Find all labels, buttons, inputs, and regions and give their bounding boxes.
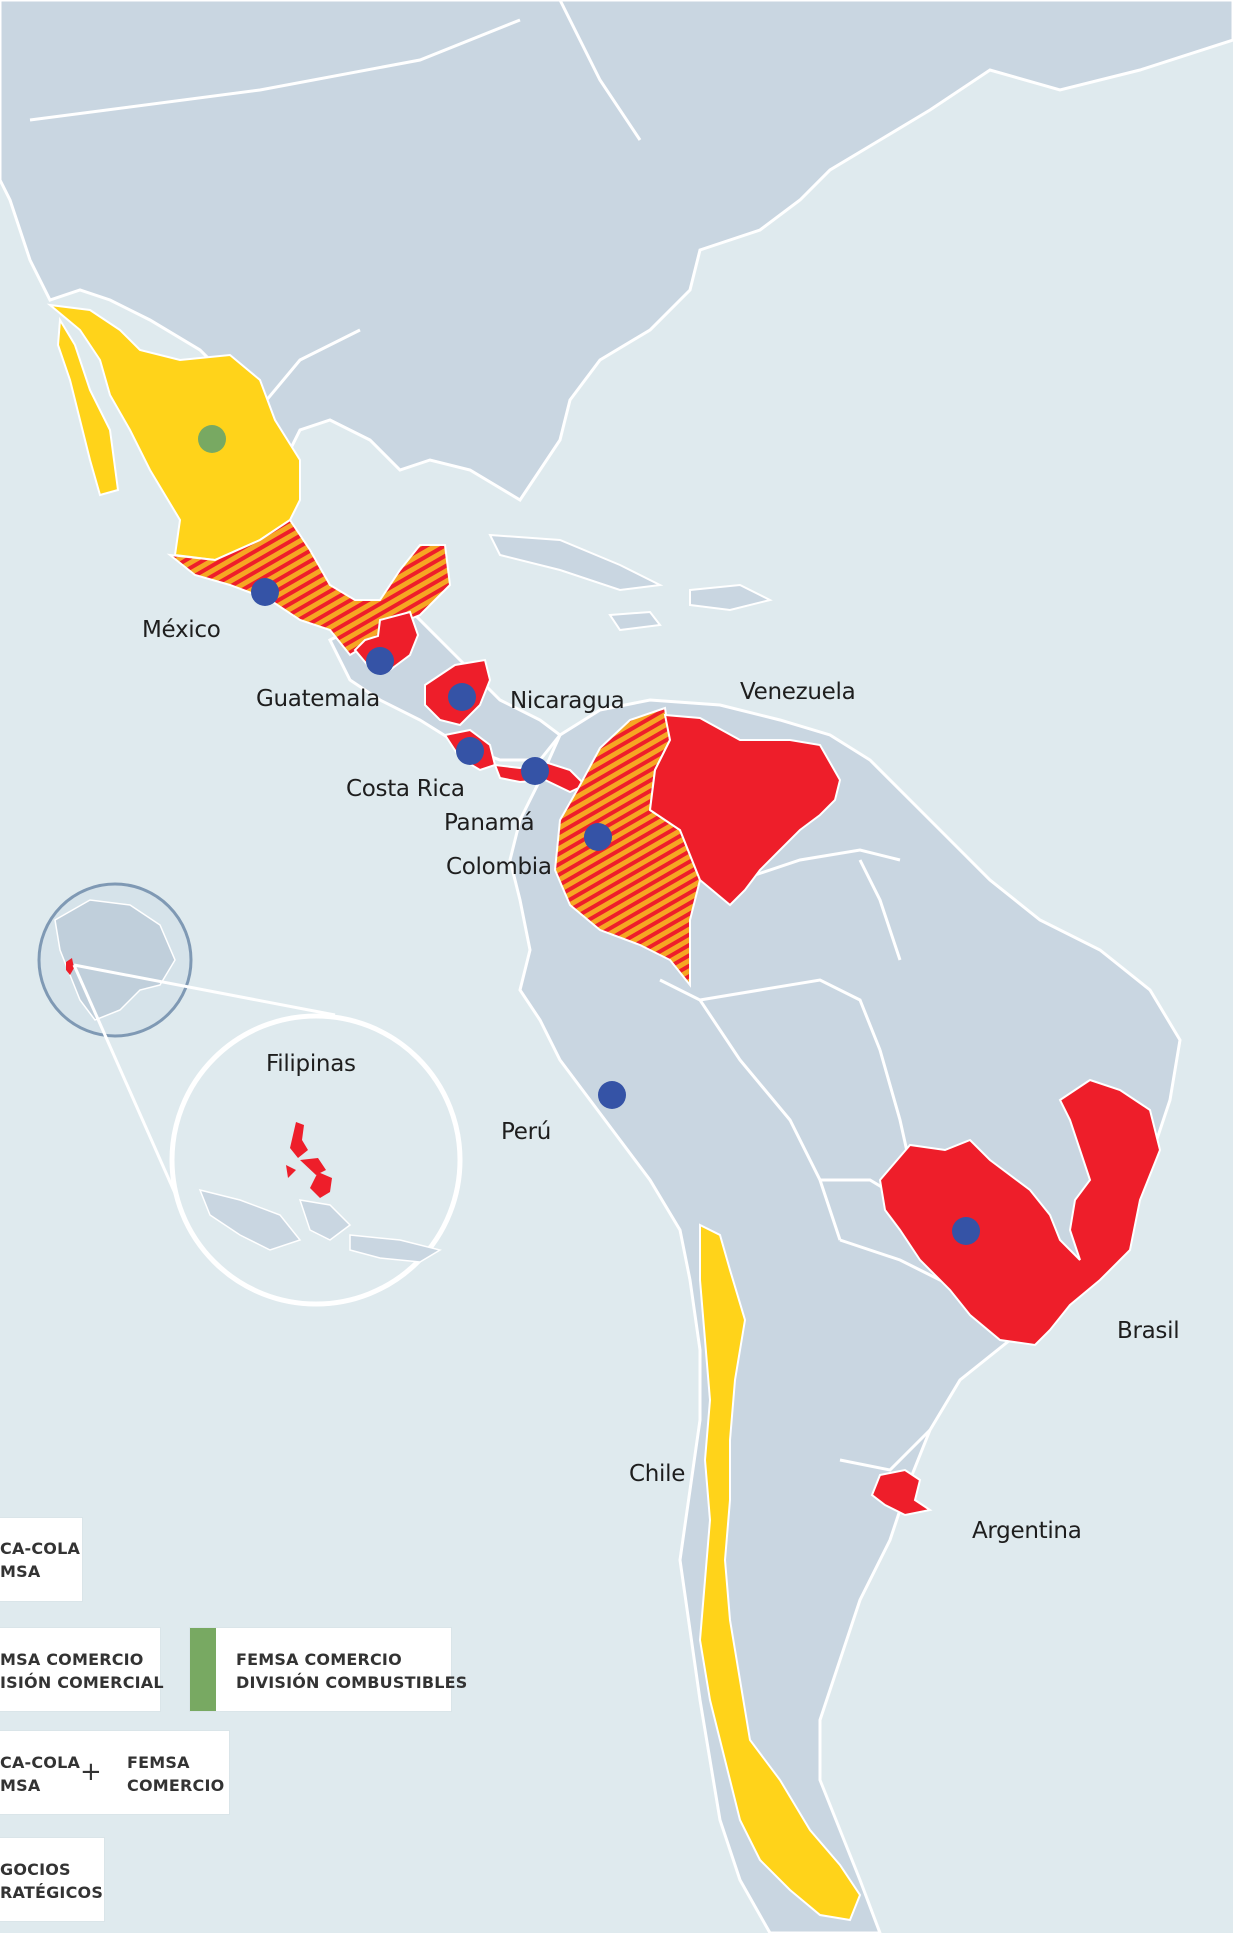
legend-femsa-comercio-combustibles: FEMSA COMERCIO DIVISIÓN COMBUSTIBLES xyxy=(190,1628,467,1711)
inset-connector-bottom xyxy=(72,964,180,1201)
caribbean-islands xyxy=(488,533,773,632)
legend-femsa-comercio-comercial-line2: ISIÓN COMERCIAL xyxy=(0,1673,164,1692)
legend-coca-cola-femsa-line1: CA-COLA xyxy=(0,1539,81,1558)
legend-coca-cola-femsa: CA-COLA MSA xyxy=(0,1518,82,1601)
label-colombia: Colombia xyxy=(446,854,552,880)
globe-philippines-marker xyxy=(66,958,74,975)
legend-combined-a-text: CA-COLA MSA xyxy=(0,1751,80,1797)
label-filipinas: Filipinas xyxy=(266,1051,356,1077)
legend-combined-a-line2: MSA xyxy=(0,1776,41,1795)
nicaragua-strategic-marker xyxy=(448,683,476,711)
legend-combined-b-text: FEMSA COMERCIO xyxy=(127,1751,224,1797)
guatemala-strategic-marker xyxy=(366,647,394,675)
legend-combined-b-line2: COMERCIO xyxy=(127,1776,225,1795)
label-venezuela: Venezuela xyxy=(740,679,856,705)
legend-negocios-estrategicos: GOCIOS RATÉGICOS xyxy=(0,1838,104,1921)
legend-femsa-comercio-comercial-line1: MSA COMERCIO xyxy=(0,1650,144,1669)
label-chile: Chile xyxy=(629,1461,686,1487)
north-america-land xyxy=(0,0,1233,503)
label-panama: Panamá xyxy=(444,810,535,836)
label-costa-rica: Costa Rica xyxy=(346,776,465,802)
south-america-borders xyxy=(659,848,1002,1472)
label-peru: Perú xyxy=(501,1119,552,1145)
legend-combustibles-swatch xyxy=(190,1628,216,1711)
brasil-femsa-comercio xyxy=(878,1078,1162,1347)
legend-combined-plus: + xyxy=(80,1757,102,1787)
legend-coca-cola-femsa-text: CA-COLA MSA xyxy=(0,1537,80,1583)
legend-coca-cola-femsa-line2: MSA xyxy=(0,1562,41,1581)
legend-combined-a-line1: CA-COLA xyxy=(0,1753,81,1772)
peru-strategic-marker xyxy=(598,1081,626,1109)
inset-connector-top xyxy=(73,963,336,1017)
inset-philippines xyxy=(286,1122,332,1198)
legend-negocios-estrategicos-line2: RATÉGICOS xyxy=(0,1883,104,1902)
legend-combined: CA-COLA MSA + FEMSA COMERCIO xyxy=(0,1731,229,1814)
legend-negocios-estrategicos-text: GOCIOS RATÉGICOS xyxy=(0,1858,103,1904)
legend-femsa-comercio-comercial-text: MSA COMERCIO ISIÓN COMERCIAL xyxy=(0,1648,164,1694)
label-mexico: México xyxy=(142,617,221,643)
argentina-femsa-comercio xyxy=(870,1468,933,1517)
chile-coca-cola-femsa xyxy=(698,1223,862,1922)
brasil-strategic-marker xyxy=(952,1217,980,1245)
legend-femsa-comercio-combustibles-line1: FEMSA COMERCIO xyxy=(236,1650,402,1669)
colombia-strategic-marker xyxy=(584,823,612,851)
venezuela-femsa-comercio xyxy=(648,713,842,907)
mexico-strategic-marker xyxy=(251,578,279,606)
label-nicaragua: Nicaragua xyxy=(510,688,625,714)
inset-indonesia-land xyxy=(198,1188,442,1263)
south-america-land xyxy=(508,698,1182,1933)
label-guatemala: Guatemala xyxy=(256,686,380,712)
legend-femsa-comercio-combustibles-text: FEMSA COMERCIO DIVISIÓN COMBUSTIBLES xyxy=(236,1648,468,1694)
panama-strategic-marker xyxy=(521,757,549,785)
label-argentina: Argentina xyxy=(972,1518,1082,1544)
mexico-fuel-marker xyxy=(198,425,226,453)
legend-femsa-comercio-comercial: MSA COMERCIO ISIÓN COMERCIAL xyxy=(0,1628,164,1711)
costa-rica-strategic-marker xyxy=(456,737,484,765)
legend-femsa-comercio-combustibles-line2: DIVISIÓN COMBUSTIBLES xyxy=(236,1673,468,1692)
legend-negocios-estrategicos-line1: GOCIOS xyxy=(0,1860,71,1879)
legend-combined-b-line1: FEMSA xyxy=(127,1753,190,1772)
label-brasil: Brasil xyxy=(1117,1318,1180,1344)
